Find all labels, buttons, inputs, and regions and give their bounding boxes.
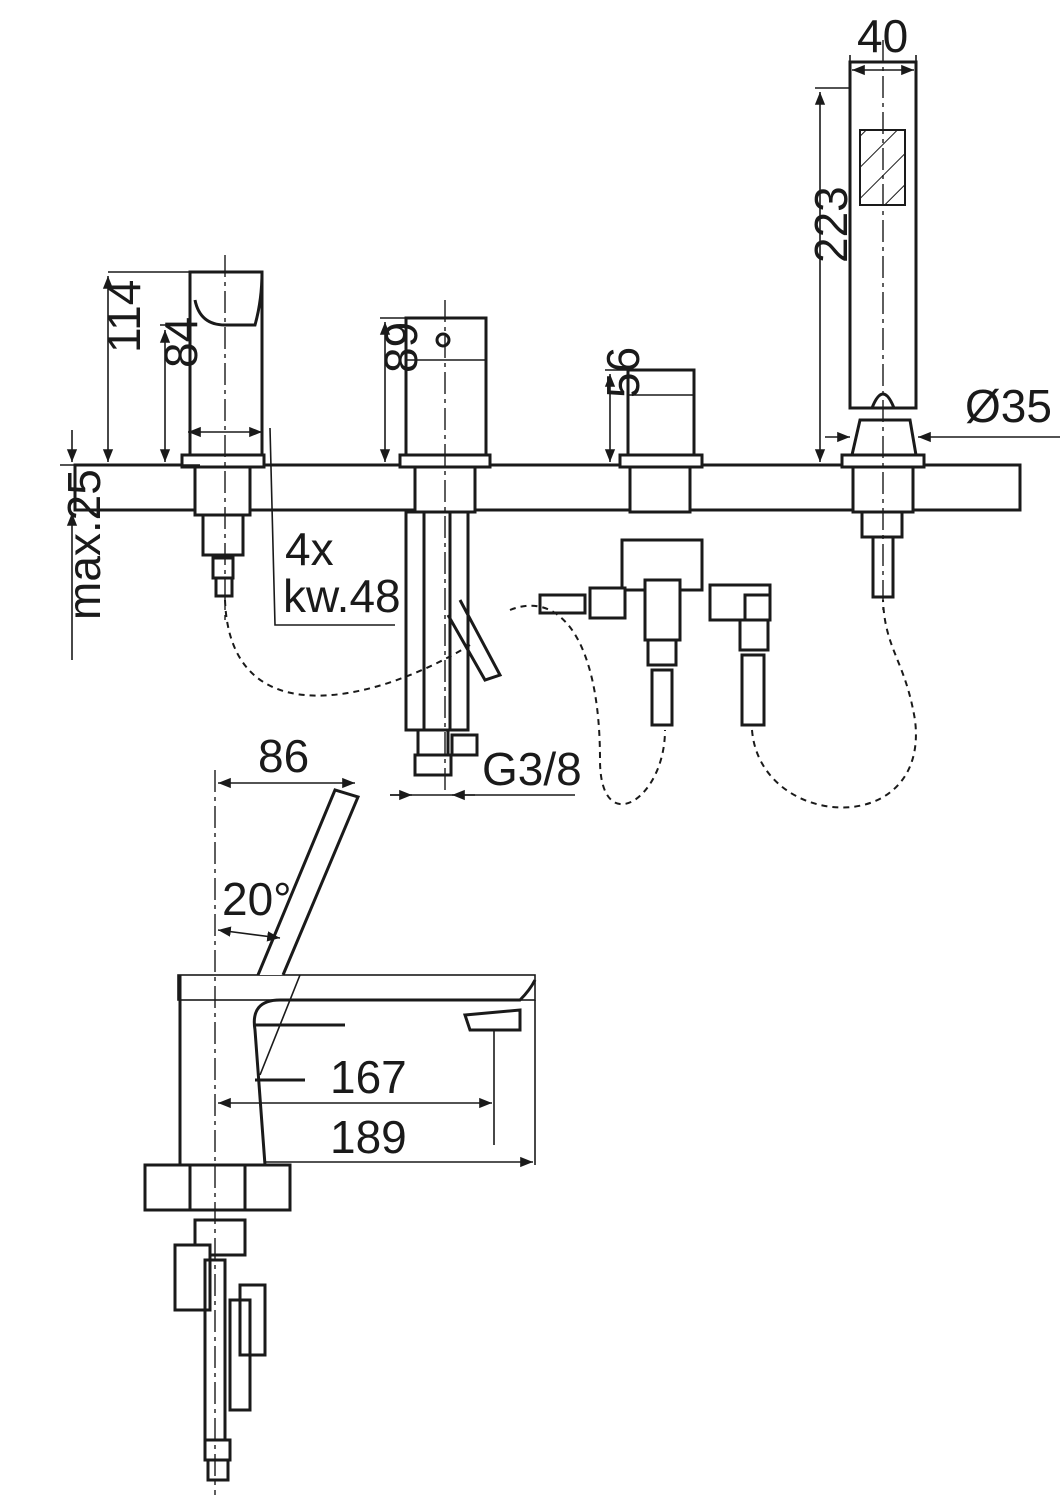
- dim-diverter-height: 56: [597, 347, 649, 398]
- dim-mixer-height: 89: [375, 322, 427, 373]
- mixer-body: [398, 300, 503, 790]
- bath-spout: [180, 255, 266, 620]
- dim-deck-thickness: max.25: [58, 469, 110, 620]
- hoses: [224, 599, 917, 809]
- dim-handshower-width: 40: [857, 10, 908, 62]
- diverter: [538, 368, 772, 727]
- dimension-lines: [60, 55, 1060, 801]
- dim-overall-reach: 189: [330, 1111, 407, 1163]
- hole-size: kw.48: [283, 570, 401, 622]
- side-view: [143, 770, 537, 1495]
- dim-handshower-offset: 86: [258, 730, 309, 782]
- dim-spout-height: 114: [98, 280, 150, 353]
- hand-shower: [840, 40, 926, 610]
- deck-slab: [73, 463, 1022, 512]
- connection-thread: G3/8: [482, 743, 582, 795]
- hole-count: 4x: [285, 523, 334, 575]
- dim-handshower-length: 223: [805, 186, 857, 263]
- dim-angle: 20°: [222, 873, 292, 925]
- dim-spout-outlet-height: 84: [155, 317, 207, 368]
- dim-holder-diameter: Ø35: [965, 380, 1052, 432]
- dim-spout-reach: 167: [330, 1051, 407, 1103]
